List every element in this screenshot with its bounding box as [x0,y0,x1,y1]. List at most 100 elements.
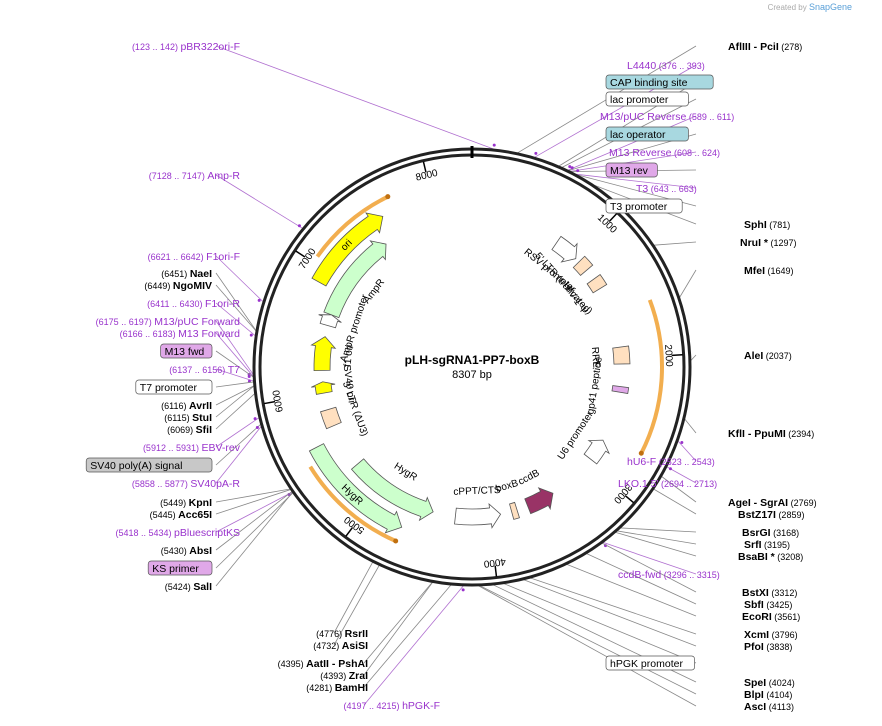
primer-site-f1ori-r [249,333,253,337]
orange-arc-2 [315,194,389,258]
feature-ampr-1 [323,240,387,319]
label-text-acc65i: (5445) Acc65I [150,509,212,521]
label-text-bamhi: (4281) BamHI [306,682,368,694]
orange-arc-1 [308,465,397,543]
label-text-xcmi: XcmI (3796) [744,629,798,641]
leader-blpi-30 [480,585,697,695]
leader-bsabi-21 [615,531,697,557]
label-text-asisi: (4732) AsiSI [313,640,368,652]
label-text-hpgk-promoter: hPGK promoter [610,658,683,670]
primer-site-sv40pa-r [255,426,259,430]
leader-hpgk-f-5 [363,585,464,706]
tick-2000 [671,354,683,357]
label-text-absi: (5430) AbsI [161,545,212,557]
leader-ks-primer-21 [215,492,294,569]
primer-site-m13-puc-reverse [568,165,572,169]
label-text-m13-fwd: M13 fwd [165,346,205,358]
primer-site-m13-forward [247,374,251,378]
tick-6000 [264,400,276,405]
label-agei: AgeI - SgrAI (2769) [728,497,817,509]
label-text-f1ori-f: (6621 .. 6642) F1ori-F [148,251,240,263]
label-text-sfii: (6069) SfiI [167,424,212,436]
leader-kpni-17 [215,488,291,503]
label-text-ecori: EcoRI (3561) [742,611,800,623]
label-sbfi: SbfI (3425) [744,599,792,611]
label-text-naei: (6451) NaeI [161,268,212,280]
plasmid-title: pLH-sgRNA1-PP7-boxB [405,353,540,367]
label-acc65i: (5445) Acc65I [150,509,212,521]
label-sphi: SphI (781) [744,219,790,231]
leader-xcmi-26 [530,577,697,635]
label-pbluescriptks: (5418 .. 5434) pBluescriptKS [116,527,241,539]
label-m13-puc-reverse: M13/pUC Reverse (589 .. 611) [600,111,734,123]
leader-sbfi-24 [586,553,697,605]
label-text-sphi: SphI (781) [744,219,790,231]
primer-site-l4440 [534,151,538,155]
primer-site-hpgk-f [461,588,465,592]
feature-rre-13 [612,345,631,365]
label-text-kfli: KflI - PpuMI (2394) [728,428,814,440]
label-text-agei: AgeI - SgrAI (2769) [728,497,817,509]
label-box-t3-promoter [605,198,683,214]
leader-f1ori-r-5 [215,302,256,336]
label-alei: AleI (2037) [744,350,792,362]
label-text-blpi: BlpI (4104) [744,689,792,701]
label-text-stui: (6115) StuI [164,412,212,424]
label-t7-promoter: T7 promoter [135,379,213,395]
leader-sv40pa-r-16 [215,426,262,484]
feature-f1-ori-3 [310,336,337,372]
tick-label-4000: 4000 [483,555,507,569]
label-text-hpgk-f: (4197 .. 4215) hPGK-F [344,700,440,712]
primer-site-amp-r [297,224,301,228]
leader-absi-20 [215,491,293,551]
leader-m13-fwd-8 [215,350,254,378]
leader-m13-reverse-6 [570,151,697,172]
tick-3000 [624,495,635,504]
label-box-hpgk-promoter [605,655,695,671]
label-text-ebv-rev: (5912 .. 5931) EBV-rev [143,442,241,454]
feature-ampr-promoter-2 [318,314,342,329]
label-text-amp-r: (7128 .. 7147) Amp-R [149,170,241,182]
leader-bstxi-23 [601,542,697,593]
label-sfii: (6069) SfiI [167,424,212,436]
feature-label-rre-13: RRE [589,347,602,369]
label-m13-reverse: M13 Reverse (608 .. 624) [609,147,720,159]
label-box-sv40-poly-a-signal [85,457,213,473]
label-ccdb-fwd: ccdB-fwd (3296 .. 3315) [618,569,720,581]
label-text-sbfi: SbfI (3425) [744,599,792,611]
label-text-asci: AscI (4113) [744,701,794,713]
orange-arc-tip-2 [385,194,391,200]
leader-t7-promoter-10 [215,381,254,388]
label-text-t3: T3 (643 .. 663) [636,183,697,195]
label-f1ori-f: (6621 .. 6642) F1ori-F [148,251,240,263]
leader-hpgk-promoter-28 [503,583,697,664]
label-hpgk-f: (4197 .. 4215) hPGK-F [344,700,440,712]
feature-rsv-promoter-16 [551,235,578,263]
label-m13-fwd: M13 fwd [160,343,213,359]
label-bstxi: BstXI (3312) [742,587,797,599]
feature-ori-0 [311,212,384,287]
leader-zrai-3 [363,582,433,676]
leader-pbluescriptks-19 [215,491,293,533]
label-t7: (6137 .. 6156) T7 [169,364,240,376]
orange-arc-tip-1 [393,538,399,544]
tick-label-8000: 8000 [415,168,440,184]
leader-stui-12 [215,385,255,418]
label-text-bstxi: BstXI (3312) [742,587,797,599]
primer-site-ebv-rev [253,417,257,421]
label-text-t7-promoter: T7 promoter [140,382,198,394]
label-xcmi: XcmI (3796) [744,629,798,641]
feature-gp41-peptide-12 [611,385,630,395]
label-box-m13-rev [605,162,658,178]
label-text-sv40pa-r: (5858 .. 5877) SV40pA-R [132,478,241,490]
label-text-afliii: AflIII - PciI (278) [728,41,802,53]
label-text-f1ori-r: (6411 .. 6430) F1ori-R [147,298,240,310]
label-mfei: MfeI (1649) [744,265,794,277]
leader-ccdb-fwd-22 [602,542,697,575]
label-text-bsabi: BsaBI * (3208) [738,551,803,563]
leader-hu6-f-15 [677,440,697,462]
label-ebv-rev: (5912 .. 5931) EBV-rev [143,442,241,454]
leader-ngomiv-4 [215,284,257,332]
leader-f1ori-f-2 [215,255,264,302]
label-f1ori-r: (6411 .. 6430) F1ori-R [147,298,240,310]
